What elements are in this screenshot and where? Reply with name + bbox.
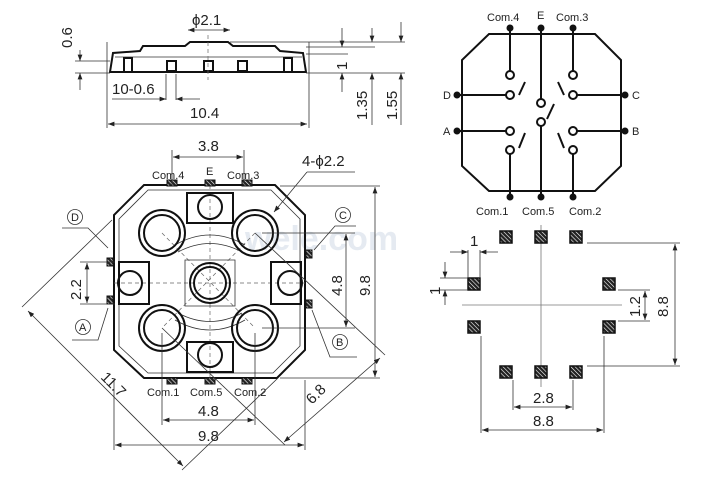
dim-8-8-vertical: 8.8 (655, 296, 672, 317)
schematic-label-com2: Com.2 (569, 206, 601, 218)
dim-phi-2-1: ϕ2.1 (192, 12, 221, 29)
top-pin-com3: Com.3 (227, 170, 259, 182)
top-pin-e: E (206, 166, 213, 178)
dim-9-8-horizontal: 9.8 (198, 428, 219, 445)
dim-6-8: 6.8 (303, 381, 330, 408)
dim-pad-width-1: 1 (470, 233, 478, 250)
dim-11-7: 11.7 (97, 369, 129, 401)
schematic-label-d: D (443, 90, 451, 102)
dim-9-8-vertical: 9.8 (357, 275, 374, 296)
schematic-label-com3: Com.3 (556, 12, 588, 24)
marker-a: A (79, 322, 87, 334)
dim-0-6: 0.6 (59, 27, 76, 48)
marker-d: D (71, 212, 79, 224)
dim-4-8-horizontal: 4.8 (198, 403, 219, 420)
marker-b: B (336, 337, 343, 349)
solder-pads (467, 230, 616, 379)
top-view: 3.8 4-ϕ2.2 Com.4 E Com.3 Com.1 Com.5 Com… (21, 138, 386, 471)
dim-1: 1 (334, 62, 351, 70)
schematic-label-com1: Com.1 (476, 206, 508, 218)
marker-c: C (339, 210, 347, 222)
dim-1-2: 1.2 (627, 296, 644, 317)
dim-10-0-6: 10-0.6 (112, 81, 155, 98)
schematic-label-c: C (632, 90, 640, 102)
dim-pad-height-1: 1 (427, 287, 444, 295)
bottom-pin-com2: Com.2 (234, 387, 266, 399)
dim-10-4: 10.4 (190, 105, 219, 122)
schematic-label-e: E (537, 10, 544, 22)
dim-4-8-vertical: 4.8 (329, 275, 346, 296)
pcb-footprint: 1 1 1.2 8.8 2.8 8.8 (427, 225, 680, 433)
dim-2-8: 2.8 (533, 390, 554, 407)
bottom-pin-com1: Com.1 (147, 387, 179, 399)
dim-1-35: 1.35 (354, 91, 371, 120)
schematic-label-a: A (443, 126, 451, 138)
dim-1-55: 1.55 (384, 91, 401, 120)
dim-8-8-horizontal: 8.8 (533, 413, 554, 430)
bottom-pin-com5: Com.5 (190, 387, 222, 399)
dim-3-8: 3.8 (198, 138, 219, 155)
top-pin-com4: Com.4 (152, 170, 184, 182)
switch-schematic: Com.4 E Com.3 Com.1 Com.5 Com.2 D A C B (443, 10, 640, 218)
schematic-label-com5: Com.5 (522, 206, 554, 218)
dim-2-2: 2.2 (68, 279, 85, 300)
schematic-label-com4: Com.4 (487, 12, 519, 24)
schematic-label-b: B (632, 126, 639, 138)
side-view: ϕ2.1 0.6 10-0.6 10.4 1 1.35 1.55 (59, 12, 405, 128)
dim-4-phi-2-2: 4-ϕ2.2 (302, 153, 345, 170)
